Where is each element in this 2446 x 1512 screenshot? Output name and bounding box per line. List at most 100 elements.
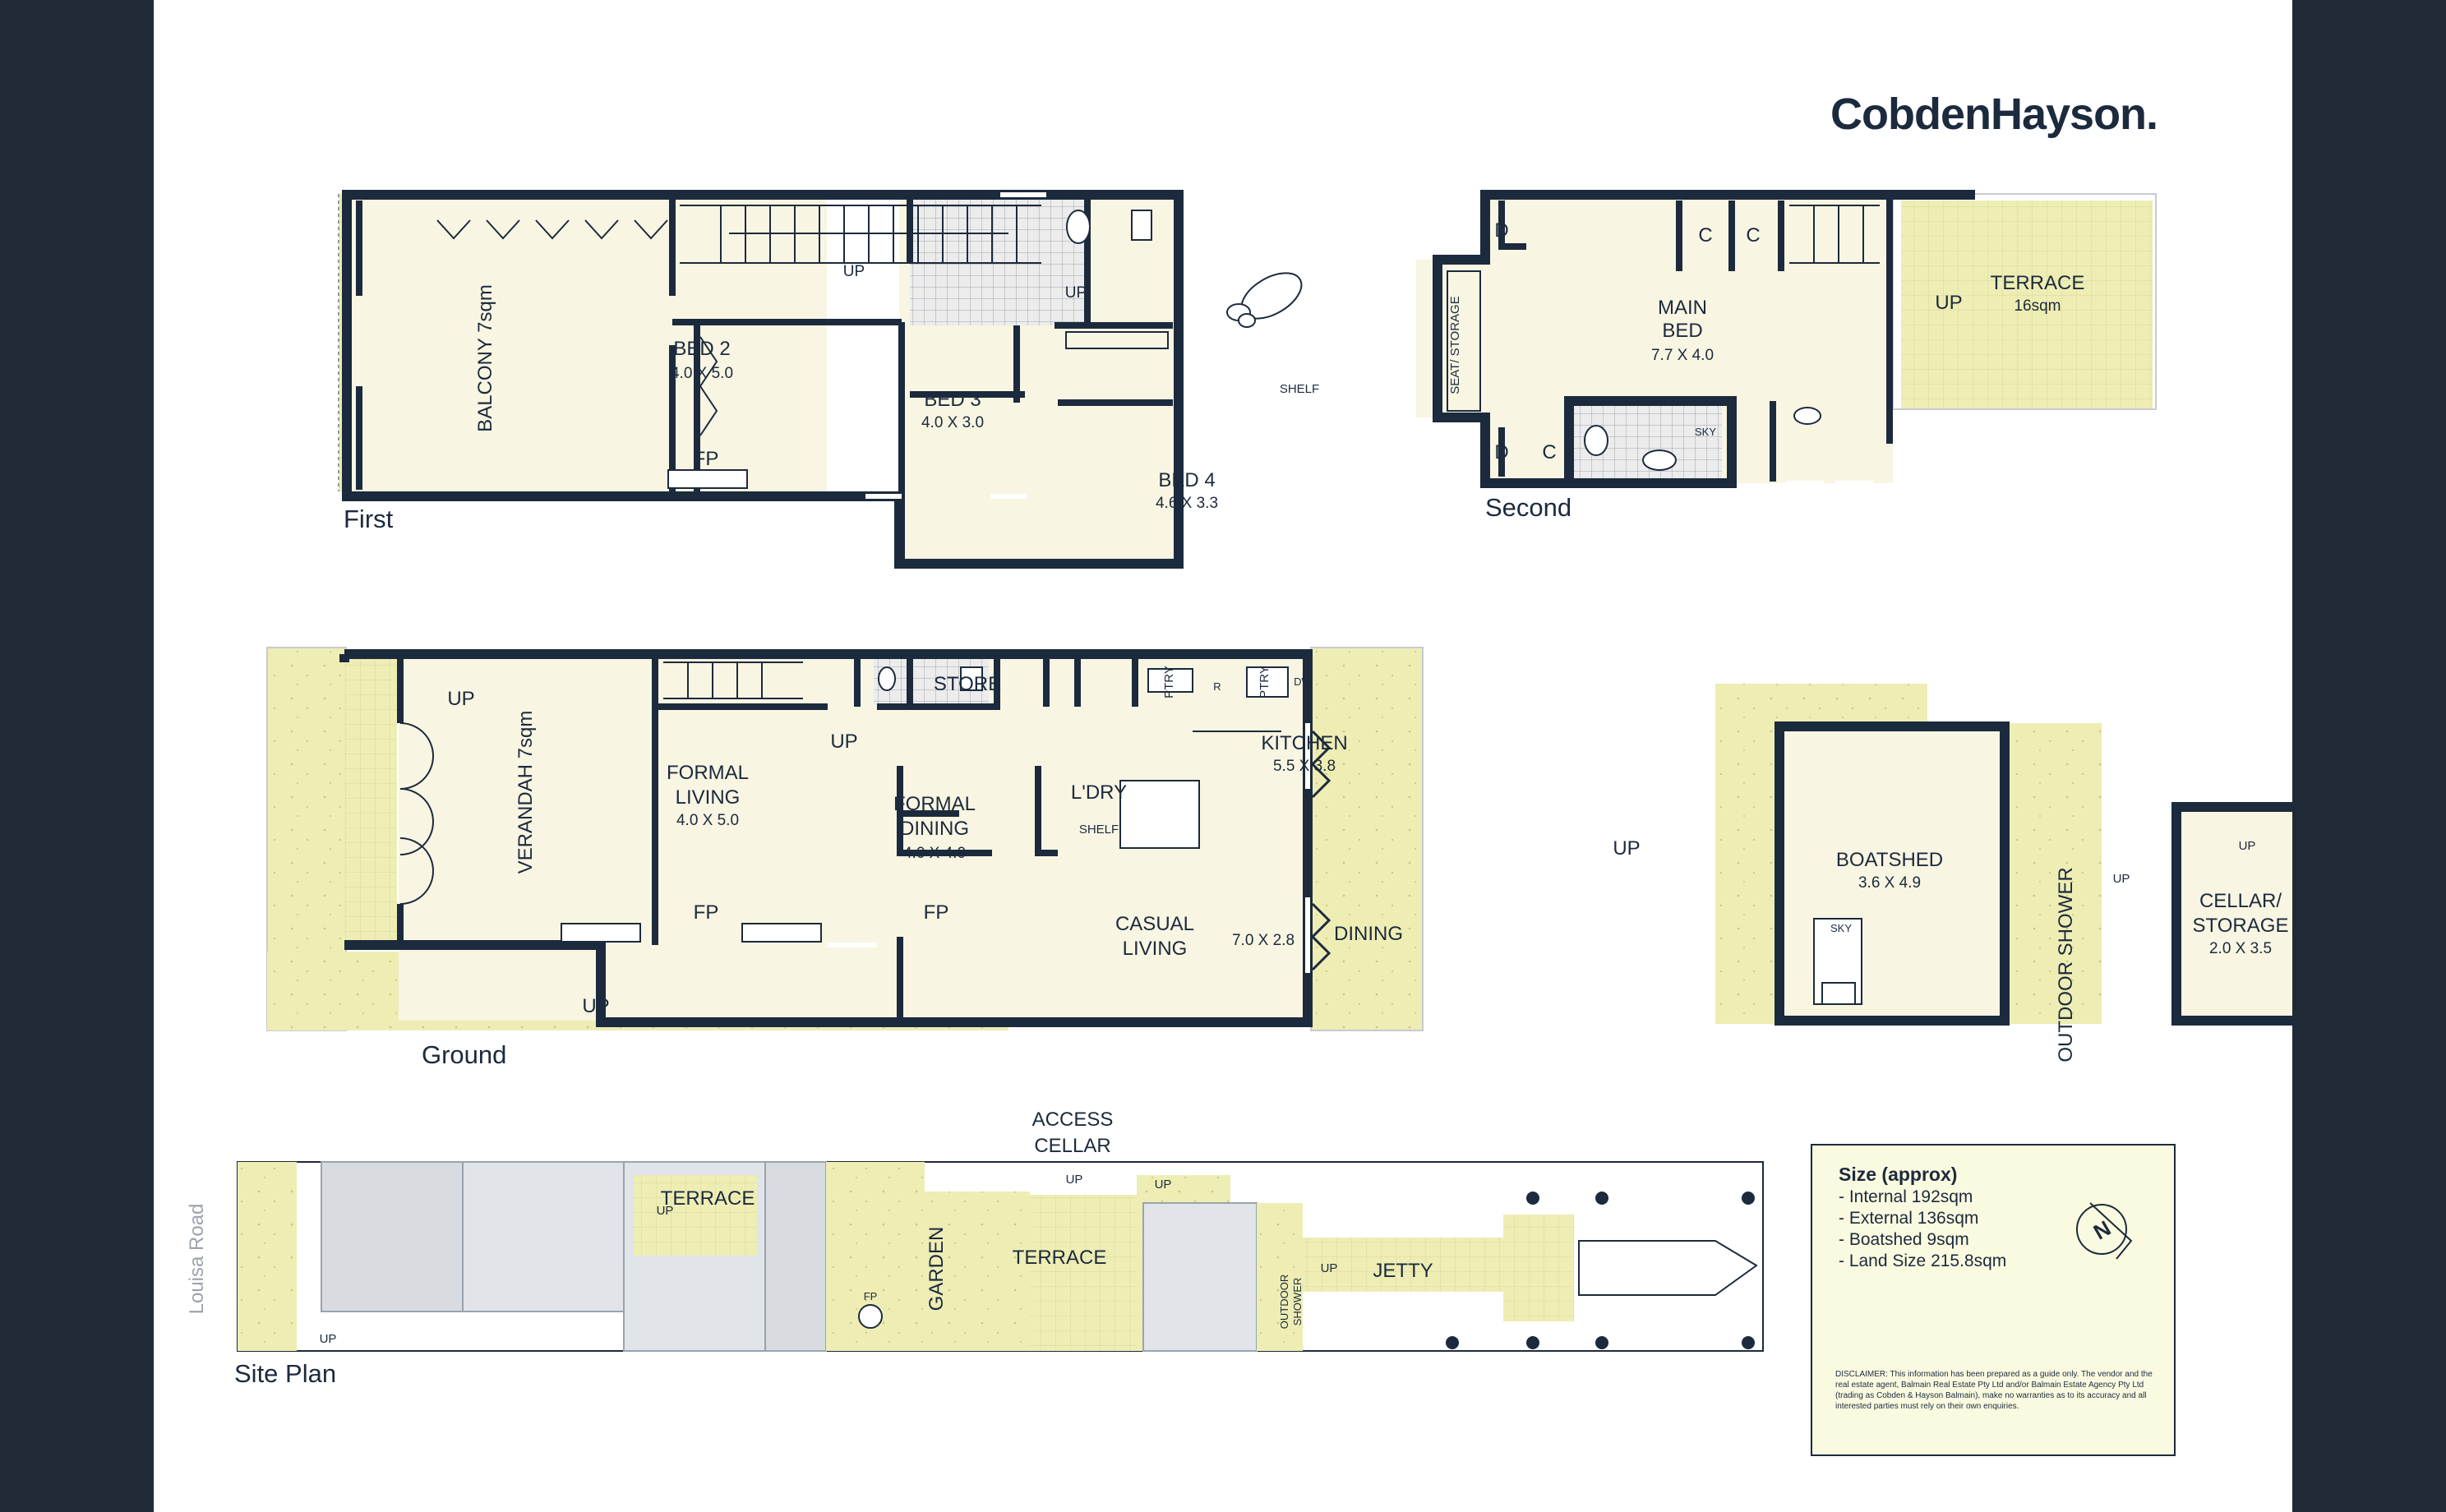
dishwasher-label: DW — [1294, 675, 1312, 688]
up-label: UP — [320, 1332, 337, 1346]
jetty-label: JETTY — [1373, 1260, 1433, 1282]
fp-label: FP — [864, 1290, 878, 1302]
up-label: UP — [830, 731, 857, 753]
verandah-label: VERANDAH 7sqm — [515, 711, 537, 874]
formal-dining-label: FORMAL — [893, 793, 976, 815]
d-label: D — [1494, 441, 1508, 463]
c-label: C — [1746, 224, 1760, 247]
site-terrace-label: TERRACE — [1013, 1247, 1107, 1269]
bed4-label: BED 4 — [1158, 469, 1215, 491]
up-label: UP — [1066, 1173, 1083, 1187]
up-label: UP — [1065, 284, 1087, 302]
formal-living-dims: 4.0 X 5.0 — [676, 812, 739, 829]
up-label: UP — [447, 688, 474, 710]
pantry-label: PTRY — [1162, 666, 1176, 698]
bed3-label: BED 3 — [924, 389, 981, 411]
compass-north: N — [2089, 1215, 2115, 1244]
size-item: - Land Size 215.8sqm — [1839, 1252, 2007, 1270]
up-label: UP — [657, 1204, 674, 1218]
site-plan-caption: Site Plan — [234, 1359, 336, 1388]
access-cellar-label: ACCESS — [1032, 1109, 1114, 1131]
formal-living-label: LIVING — [676, 786, 741, 809]
site-outdoor-shower-label: SHOWER — [1291, 1278, 1304, 1326]
access-cellar-label: CELLAR — [1034, 1135, 1110, 1157]
laundry-label: L'DRY — [1071, 781, 1127, 804]
cellar-label: STORAGE — [2193, 915, 2289, 937]
pantry-label: PTRY — [1258, 666, 1271, 698]
terrace-label: TERRACE — [1991, 272, 2085, 294]
bathroom-tiles — [910, 197, 1087, 325]
second-floor-caption: Second — [1485, 493, 1571, 522]
bed3-dims: 4.0 X 3.0 — [921, 414, 984, 431]
first-floor-plan: BALCONY 7sqm BED 2 4.0 X 5.0 BED 3 4.0 X… — [338, 190, 1319, 569]
site-terrace-label: TERRACE — [661, 1187, 755, 1210]
main-bed-label: BED — [1662, 320, 1702, 342]
c-label: C — [1542, 441, 1556, 463]
formal-dining-label: DINING — [900, 818, 969, 840]
rear-courtyard — [1311, 648, 1423, 1030]
floorplan-drawing: BALCONY 7sqm BED 2 4.0 X 5.0 BED 3 4.0 X… — [186, 190, 2292, 1388]
disclaimer-text: DISCLAIMER: This information has been pr… — [1835, 1370, 2153, 1411]
ground-floor-caption: Ground — [422, 1040, 506, 1069]
bed4-dims: 4.6 X 3.3 — [1156, 495, 1218, 512]
up-label: UP — [843, 263, 865, 280]
first-floor-slab — [347, 194, 827, 496]
up-label: UP — [1155, 1178, 1172, 1192]
main-bed-label: MAIN — [1658, 297, 1707, 319]
brand-logo: CobdenHayson. — [1830, 90, 2158, 139]
site-plan: ACCESS CELLAR TERRACE TERRACE GARDEN JET… — [186, 1109, 1764, 1388]
sky-label: SKY — [1695, 426, 1716, 438]
fridge-label: R — [1213, 680, 1221, 693]
outdoor-shower-area — [2003, 723, 2102, 1024]
cellar-dims: 2.0 X 3.5 — [2209, 940, 2272, 957]
formal-dining-dims: 4.0 X 4.0 — [903, 845, 966, 862]
dining-label: DINING — [1334, 923, 1403, 945]
fp-label: FP — [694, 901, 719, 924]
casual-living-label: LIVING — [1123, 938, 1188, 960]
store-label: STORE — [934, 673, 1001, 695]
terrace-area-label: 16sqm — [2014, 297, 2061, 315]
cellar-label: CELLAR/ — [2199, 890, 2282, 912]
up-label: UP — [1613, 837, 1640, 860]
balcony-label: BALCONY 7sqm — [474, 284, 496, 432]
fp-label: FP — [694, 448, 719, 470]
compass-icon: N — [2076, 1202, 2133, 1260]
site-outdoor-shower-label: OUTDOOR — [1278, 1275, 1290, 1329]
outdoor-shower-label: OUTDOOR SHOWER — [2055, 867, 2077, 1062]
kitchen-dims: 5.5 X 3.8 — [1273, 758, 1336, 775]
bed2-dims: 4.0 X 5.0 — [671, 365, 733, 382]
garden-label: GARDEN — [925, 1227, 948, 1311]
size-item: - Boatshed 9sqm — [1839, 1230, 1969, 1249]
boatshed-label: BOATSHED — [1836, 849, 1943, 871]
casual-living-label: CASUAL — [1115, 913, 1194, 935]
sky-label: SKY — [1830, 922, 1852, 934]
bed2-label: BED 2 — [673, 338, 730, 360]
size-item: - External 136sqm — [1839, 1209, 1979, 1228]
boatshed-plan: BOATSHED 3.6 X 4.9 SKY OUTDOOR SHOWER UP… — [1715, 684, 2292, 1063]
up-label: UP — [582, 995, 609, 1017]
size-item: - Internal 192sqm — [1839, 1187, 1973, 1206]
size-title: Size (approx) — [1839, 1164, 1958, 1185]
shelf-label: SHELF — [1079, 823, 1119, 837]
up-label: UP — [1935, 292, 1962, 314]
street-label: Louisa Road — [186, 1204, 208, 1315]
terrace-area — [1901, 201, 2153, 409]
up-label: UP — [1321, 1261, 1338, 1275]
main-bed-dims: 7.7 X 4.0 — [1651, 347, 1714, 364]
ground-floor-plan: VERANDAH 7sqm FORMAL LIVING 4.0 X 5.0 FO… — [266, 647, 1641, 1069]
c-label: C — [1698, 224, 1712, 247]
boatshed-dims: 3.6 X 4.9 — [1858, 874, 1921, 892]
d-label: D — [1494, 219, 1508, 242]
shelf-label: SHELF — [1280, 382, 1319, 396]
up-label: UP — [2239, 839, 2256, 853]
formal-living-label: FORMAL — [667, 762, 749, 784]
seat-storage-label: SEAT/ STORAGE — [1448, 296, 1462, 394]
verandah-area — [344, 654, 397, 945]
floorplan-page: CobdenHayson. — [154, 0, 2292, 1512]
second-floor-plan: SEAT/ STORAGE D D C C C MAIN BED 7.7 X 4… — [1416, 190, 2157, 522]
casual-living-dims: 7.0 X 2.8 — [1232, 932, 1295, 949]
size-list: - Internal 192sqm - External 136sqm - Bo… — [1839, 1187, 2006, 1272]
fp-label: FP — [924, 901, 949, 924]
up-label: UP — [2113, 872, 2130, 886]
first-floor-caption: First — [344, 505, 394, 533]
